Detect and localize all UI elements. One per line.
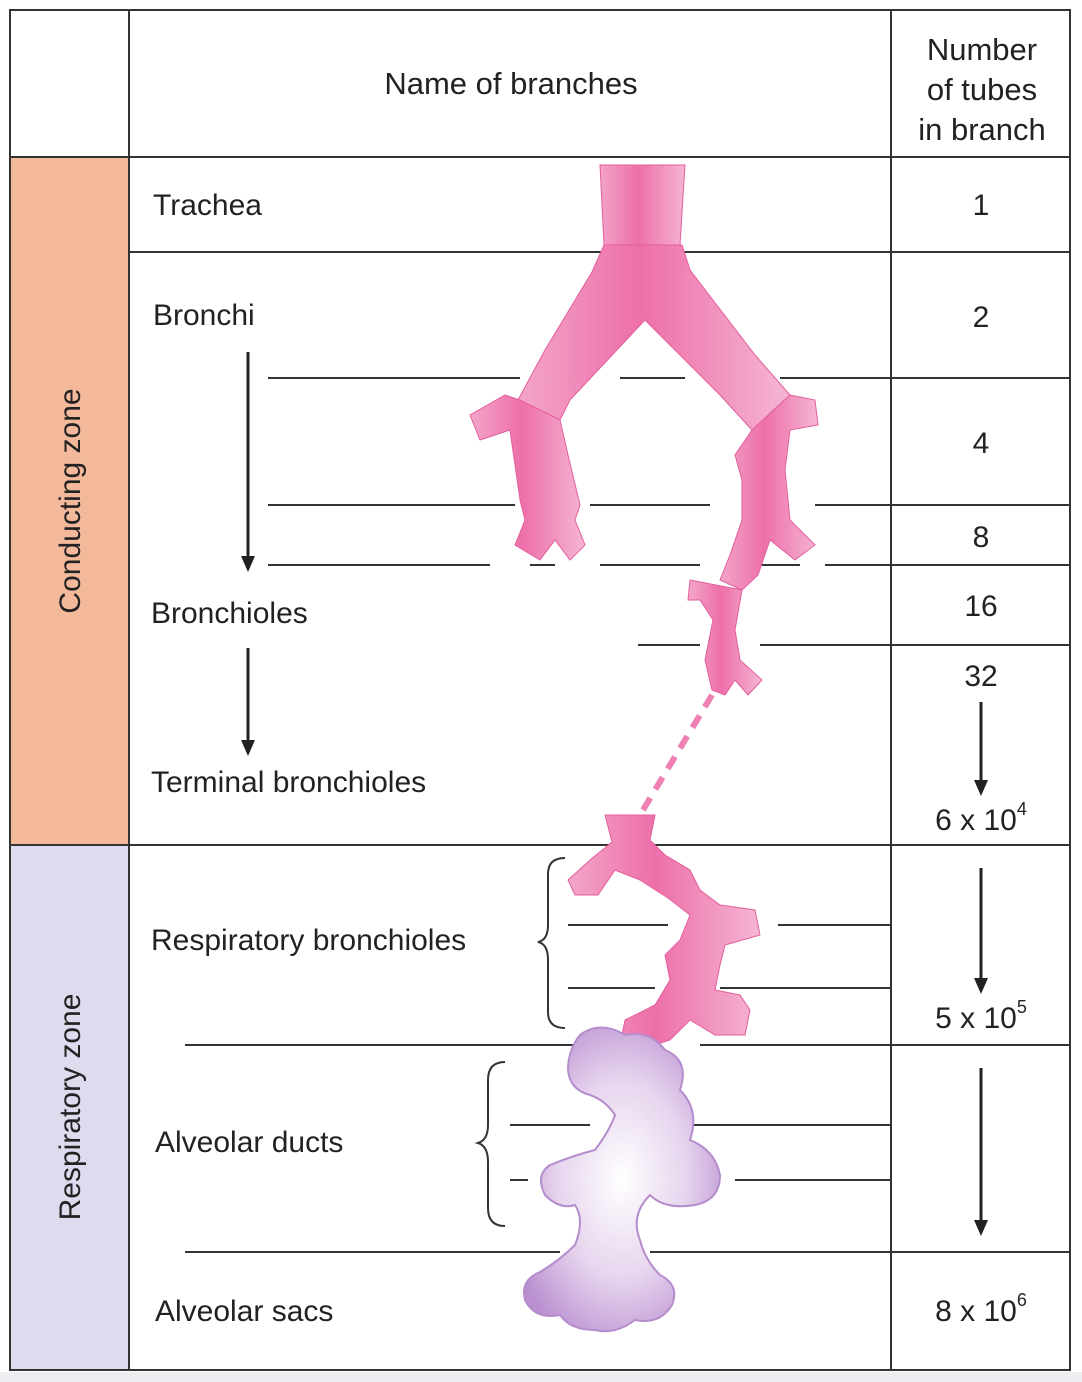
header-branch-name: Name of branches <box>384 66 638 101</box>
label-trachea: Trachea <box>153 189 262 222</box>
braces <box>474 857 566 1227</box>
header-tube-count: Number of tubes in branch <box>893 30 1071 150</box>
count-gen-5: 32 <box>964 660 998 693</box>
count-respiratory-base: 5 x 10 <box>935 1002 1017 1035</box>
count-sacs-exp: 6 <box>1016 1290 1027 1310</box>
respiratory-zone-band <box>10 845 129 1370</box>
count-terminal-exp: 4 <box>1016 799 1027 819</box>
count-terminal-bronchioles: 6 x 104 <box>891 800 1071 837</box>
label-respiratory-bronchioles: Respiratory bronchioles <box>151 924 467 957</box>
count-gen-2: 4 <box>972 427 990 460</box>
count-gen-3: 8 <box>972 521 990 554</box>
left-arrows <box>241 352 255 756</box>
count-terminal-base: 6 x 10 <box>935 804 1017 837</box>
dashed-connector <box>637 693 715 817</box>
label-alveolar-sacs: Alveolar sacs <box>155 1295 334 1328</box>
count-trachea: 1 <box>972 189 990 222</box>
alveolar-tree <box>523 1026 722 1333</box>
conducting-zone-band <box>10 157 129 845</box>
label-bronchioles: Bronchioles <box>151 597 308 630</box>
header-tube-count-line: in branch <box>918 112 1046 147</box>
row-dividers <box>129 251 1070 1253</box>
conducting-zone-label: Conducting zone <box>54 388 87 614</box>
header-tube-count-line: of tubes <box>926 72 1038 107</box>
table-frame <box>9 9 1071 1371</box>
conducting-airway-tree <box>469 164 819 696</box>
label-terminal-bronchioles: Terminal bronchioles <box>151 766 427 799</box>
count-sacs-base: 8 x 10 <box>935 1295 1017 1328</box>
count-gen-4: 16 <box>964 590 998 623</box>
label-alveolar-ducts: Alveolar ducts <box>155 1126 344 1159</box>
respiratory-bronchioles <box>567 814 761 1051</box>
right-arrows <box>974 702 988 1236</box>
header-tube-count-line: Number <box>926 32 1038 67</box>
count-respiratory-exp: 5 <box>1016 997 1027 1017</box>
count-alveolar-sacs: 8 x 106 <box>891 1291 1071 1328</box>
respiratory-zone-label: Respiratory zone <box>54 993 87 1221</box>
count-bronchi: 2 <box>972 301 990 334</box>
label-bronchi: Bronchi <box>153 299 255 332</box>
bottom-strip <box>0 1372 1082 1382</box>
count-respiratory-bronchioles: 5 x 105 <box>891 998 1071 1035</box>
